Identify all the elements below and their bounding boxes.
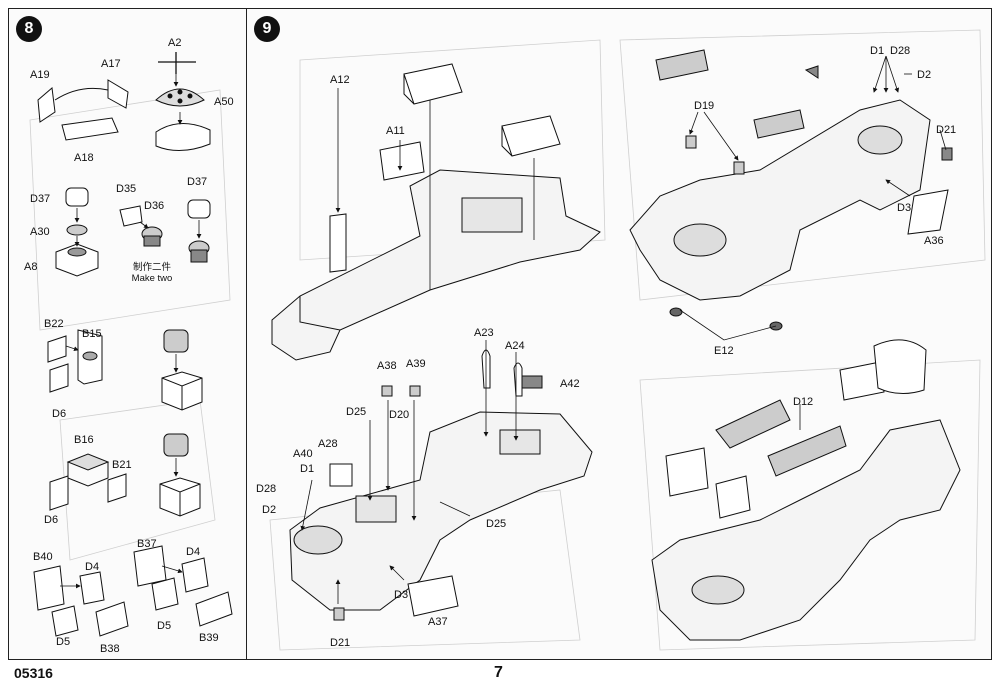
part-label-a40: A40 bbox=[293, 448, 313, 460]
part-label-d20: D20 bbox=[389, 409, 410, 421]
part-label-a39: A39 bbox=[406, 358, 426, 370]
part-label-a2: A2 bbox=[168, 37, 182, 49]
page-number: 7 bbox=[494, 664, 503, 681]
part-label-a23: A23 bbox=[474, 327, 494, 339]
part-label-d1-top: D1 bbox=[870, 45, 885, 57]
part-label-a28: A28 bbox=[318, 438, 338, 450]
part-label-d3-bottom: D3 bbox=[394, 589, 409, 601]
part-label-a36: A36 bbox=[924, 235, 944, 247]
part-label-d2-top: D2 bbox=[917, 69, 932, 81]
part-label-b37: B37 bbox=[137, 538, 157, 550]
part-label-b16: B16 bbox=[74, 434, 94, 446]
part-label-b40: B40 bbox=[33, 551, 53, 563]
part-label-d19: D19 bbox=[694, 100, 715, 112]
part-label-d3-top: D3 bbox=[897, 202, 912, 214]
part-label-d6-top: D6 bbox=[52, 408, 67, 420]
part-label-a37: A37 bbox=[428, 616, 448, 628]
part-label-a38: A38 bbox=[377, 360, 397, 372]
part-label-a12: A12 bbox=[330, 74, 350, 86]
part-label-b39: B39 bbox=[199, 632, 219, 644]
part-label-d37-left: D37 bbox=[30, 193, 51, 205]
step-8-badge: 8 bbox=[16, 16, 42, 42]
part-label-d28-top: D28 bbox=[890, 45, 911, 57]
part-label-d5-left: D5 bbox=[56, 636, 71, 648]
part-label-a18: A18 bbox=[74, 152, 94, 164]
part-label-d21-top: D21 bbox=[936, 124, 957, 136]
part-label-d21-bottom: D21 bbox=[330, 637, 351, 649]
part-label-d12: D12 bbox=[793, 396, 814, 408]
part-label-a42: A42 bbox=[560, 378, 580, 390]
part-label-b38: B38 bbox=[100, 643, 120, 655]
part-label-a19: A19 bbox=[30, 69, 50, 81]
part-label-d2-bottom: D2 bbox=[262, 504, 277, 516]
part-label-a24: A24 bbox=[505, 340, 525, 352]
part-label-d6-bottom: D6 bbox=[44, 514, 59, 526]
part-label-a11: A11 bbox=[386, 125, 405, 137]
part-label-b15: B15 bbox=[82, 328, 102, 340]
part-label-d1-bottom: D1 bbox=[300, 463, 315, 475]
part-label-d37-right: D37 bbox=[187, 176, 208, 188]
part-label-d25-bottom: D25 bbox=[486, 518, 507, 530]
note-make-two-cn: 制作二件 bbox=[132, 262, 171, 273]
part-label-d4-left: D4 bbox=[85, 561, 100, 573]
part-label-a30: A30 bbox=[30, 226, 50, 238]
part-label-d25-top: D25 bbox=[346, 406, 367, 418]
part-label-d36: D36 bbox=[144, 200, 165, 212]
note-make-two-en: Make two bbox=[131, 273, 173, 284]
part-label-d5-right: D5 bbox=[157, 620, 172, 632]
step-9-panel bbox=[246, 8, 992, 660]
part-label-b22: B22 bbox=[44, 318, 64, 330]
part-label-e12: E12 bbox=[714, 345, 734, 357]
step-9-badge: 9 bbox=[254, 16, 280, 42]
part-label-a17: A17 bbox=[101, 58, 121, 70]
part-label-d4-right: D4 bbox=[186, 546, 201, 558]
part-label-d35: D35 bbox=[116, 183, 137, 195]
product-code: 05316 bbox=[14, 665, 53, 681]
part-label-a8: A8 bbox=[24, 261, 38, 273]
part-label-d28-bottom: D28 bbox=[256, 483, 277, 495]
part-label-b21: B21 bbox=[112, 459, 132, 471]
part-label-a50: A50 bbox=[214, 96, 234, 108]
